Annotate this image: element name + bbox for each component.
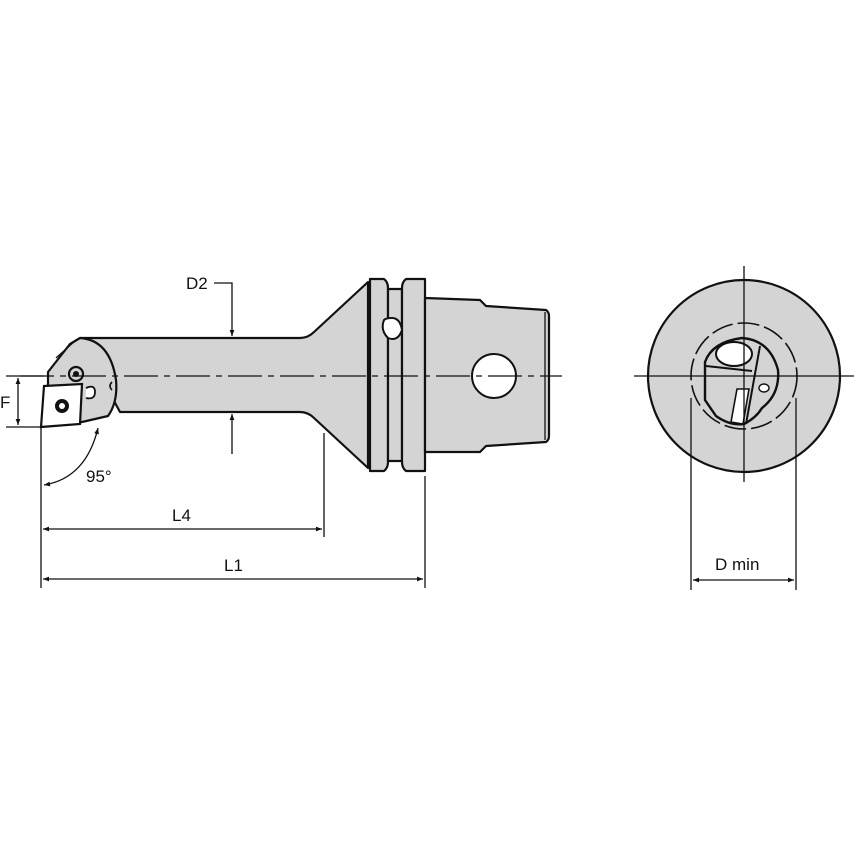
head-chamfer-line [55, 339, 77, 359]
angle-label: 95° [86, 467, 112, 486]
end-view: D min [634, 266, 854, 590]
l4-label: L4 [172, 506, 191, 525]
flange-groove [386, 287, 404, 463]
dmin-label: D min [715, 555, 759, 574]
pin-notch [85, 385, 96, 400]
d2-leader-top [214, 282, 235, 336]
boring-bar-body [78, 280, 370, 470]
d2-label: D2 [186, 274, 208, 293]
coolant-hole [715, 341, 753, 367]
side-view: D2 F 95° L4 L1 [0, 274, 562, 588]
orientation-notch [381, 316, 404, 340]
angle-arc [43, 427, 99, 487]
small-hole [758, 383, 770, 393]
l1-label: L1 [224, 556, 243, 575]
head-mark [109, 381, 113, 391]
insert-hole-center [59, 403, 65, 409]
insert-edge-line [745, 345, 761, 425]
f-label: F [0, 393, 10, 412]
flange-1 [368, 277, 390, 473]
flange-2 [400, 277, 427, 473]
